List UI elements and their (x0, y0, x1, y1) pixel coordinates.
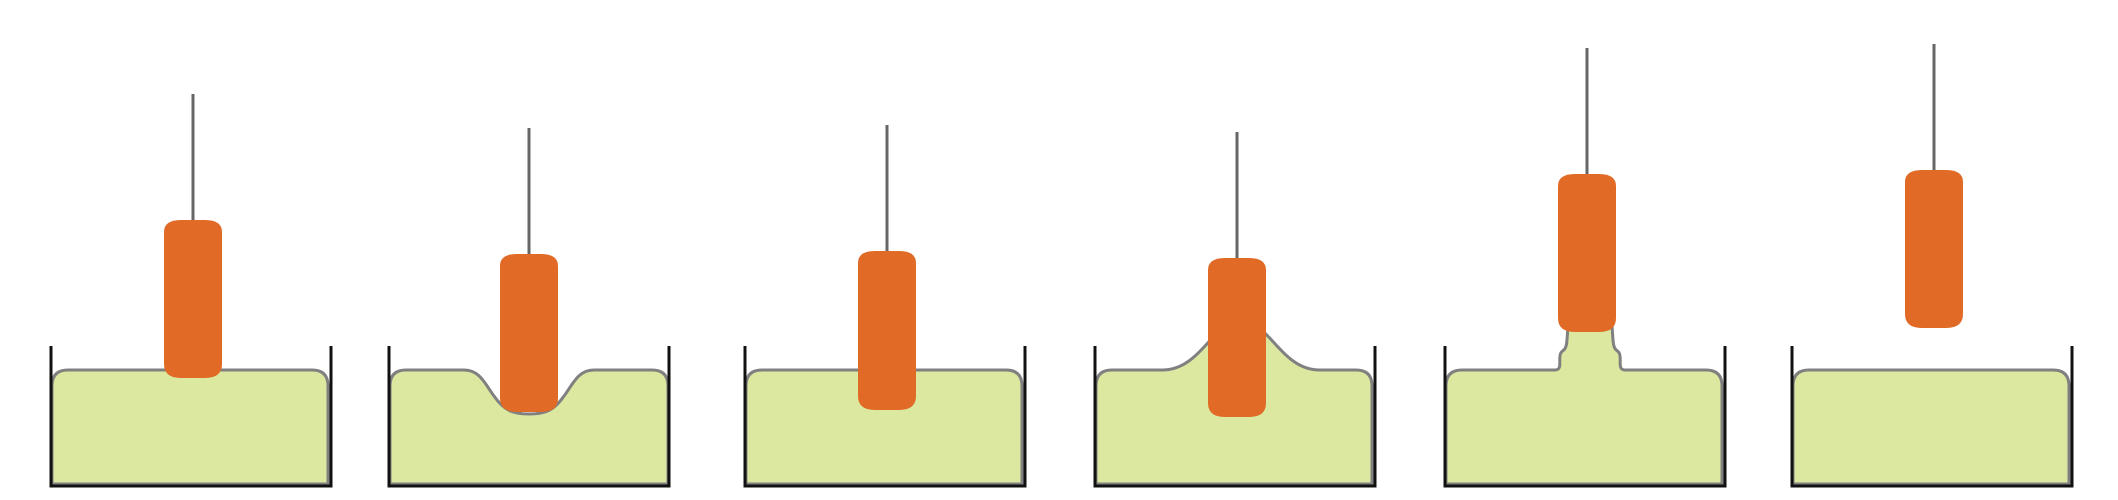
liquid (50, 368, 330, 486)
probe (1905, 170, 1963, 328)
probe (164, 220, 222, 378)
liquid (744, 368, 1024, 486)
container (1443, 346, 1727, 488)
liquid (388, 368, 670, 486)
panel-6 (1790, 44, 2074, 488)
probe (1208, 258, 1266, 417)
container (1790, 346, 2074, 488)
probe (858, 251, 916, 410)
probe (1558, 174, 1616, 332)
panel-1 (49, 94, 333, 488)
panel-2 (387, 128, 671, 488)
container (387, 346, 671, 488)
container (1093, 346, 1377, 488)
liquid (1791, 368, 2071, 486)
container (49, 346, 333, 488)
container (743, 346, 1027, 488)
panel-5 (1443, 48, 1727, 488)
panel-4 (1093, 132, 1377, 488)
probe (500, 254, 558, 412)
panel-3 (743, 125, 1027, 488)
liquid (1444, 310, 1724, 486)
